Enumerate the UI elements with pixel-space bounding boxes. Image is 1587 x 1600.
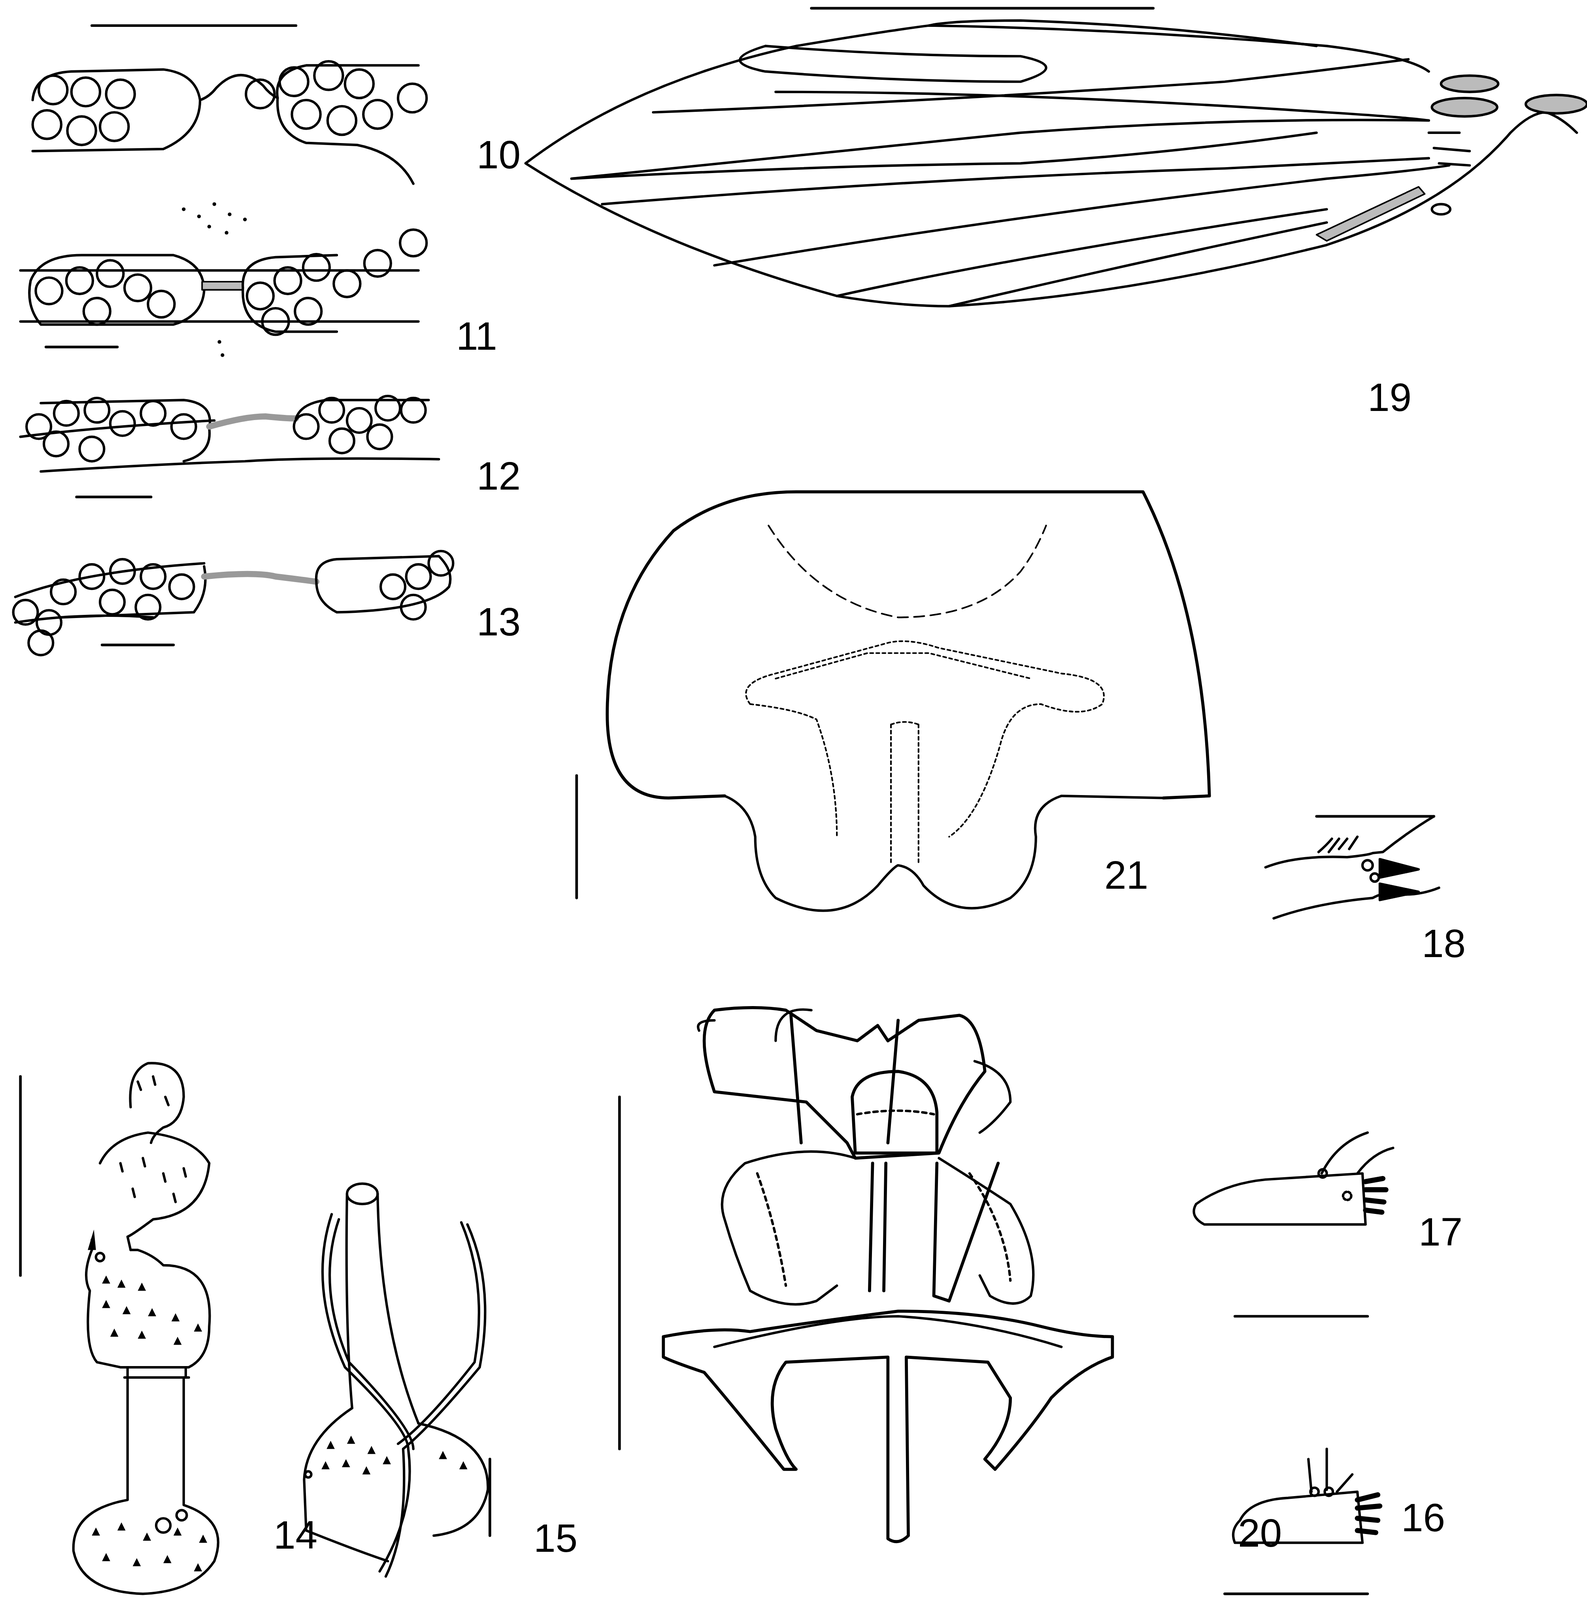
figure-number: 21 (1104, 855, 1149, 895)
figure-10 (32, 61, 427, 184)
figure-16-18 (1193, 816, 1439, 1544)
figure-number: 13 (476, 601, 521, 642)
figure-12 (20, 396, 440, 472)
figure-14 (73, 1063, 219, 1595)
figure-19-wing (525, 20, 1587, 307)
figure-11 (20, 202, 427, 357)
figure-21 (607, 492, 1210, 912)
figure-number: 16 (1401, 1498, 1446, 1538)
figure-15 (303, 1183, 488, 1577)
figure-number: 15 (533, 1518, 578, 1559)
scale-bars (20, 8, 1435, 1595)
figure-20 (663, 1007, 1113, 1542)
figure-number: 18 (1421, 923, 1466, 964)
figure-number: 12 (476, 456, 521, 496)
figure-number: 19 (1367, 377, 1412, 418)
figure-number: 11 (456, 316, 498, 356)
figure-number: 14 (273, 1515, 318, 1555)
figure-number: 10 (476, 134, 521, 175)
figure-number: 17 (1418, 1212, 1463, 1252)
figure-number: 20 (1237, 1513, 1282, 1554)
figure-13 (13, 551, 454, 655)
